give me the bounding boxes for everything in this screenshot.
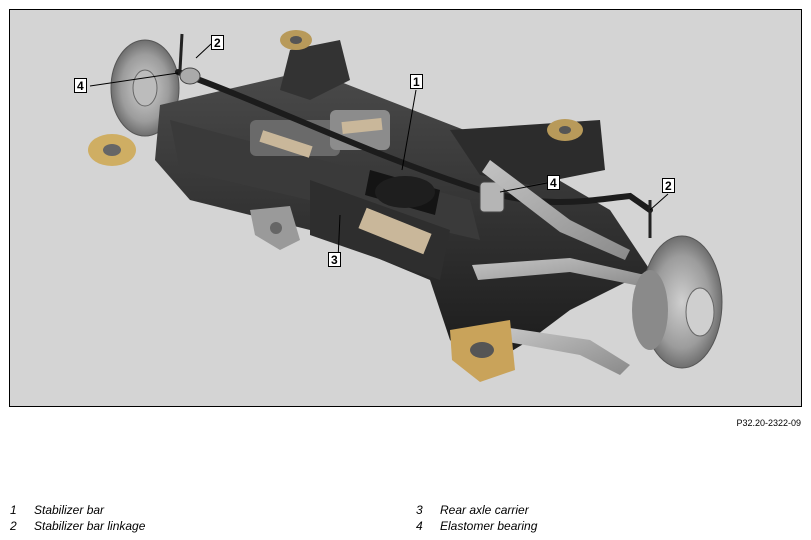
elastomer-bearings: [179, 67, 505, 213]
figure-frame: 1 2 2 3 4 4: [9, 9, 802, 407]
legend-number: 1: [10, 503, 17, 517]
legend-label: Rear axle carrier: [440, 503, 529, 517]
legend-item: 2 Stabilizer bar linkage: [10, 518, 145, 534]
legend-item: 4 Elastomer bearing: [416, 518, 537, 534]
callout-4-left: 4: [74, 78, 87, 93]
stabilizer-bar: [175, 69, 653, 213]
right-control-arms: [472, 160, 650, 375]
legend-left: 1 Stabilizer bar 2 Stabilizer bar linkage: [10, 502, 145, 534]
legend-number: 3: [416, 503, 423, 517]
legend-item: 3 Rear axle carrier: [416, 502, 537, 518]
legend-number: 2: [10, 519, 17, 533]
legend-number: 4: [416, 519, 423, 533]
rear-axle-illustration: [88, 30, 723, 382]
stabilizer-link: [178, 33, 652, 238]
left-mount: [88, 134, 136, 166]
callout-4-right: 4: [547, 175, 560, 190]
legend-label: Stabilizer bar linkage: [34, 519, 146, 533]
legend-right: 3 Rear axle carrier 4 Elastomer bearing: [416, 502, 537, 534]
legend-label: Elastomer bearing: [440, 519, 538, 533]
callout-2-right: 2: [662, 178, 675, 193]
callout-1: 1: [410, 74, 423, 89]
leader-lines: [89, 43, 669, 261]
figure-reference-code: P32.20-2322-09: [736, 418, 801, 428]
legend-item: 1 Stabilizer bar: [10, 502, 145, 518]
callout-2-left: 2: [211, 35, 224, 50]
lower-bracket: [250, 206, 300, 250]
right-wheel-hub: [632, 235, 723, 369]
callout-3: 3: [328, 252, 341, 267]
legend-label: Stabilizer bar: [34, 503, 105, 517]
upper-mounts: [280, 30, 583, 141]
right-lower-mount: [450, 320, 515, 382]
